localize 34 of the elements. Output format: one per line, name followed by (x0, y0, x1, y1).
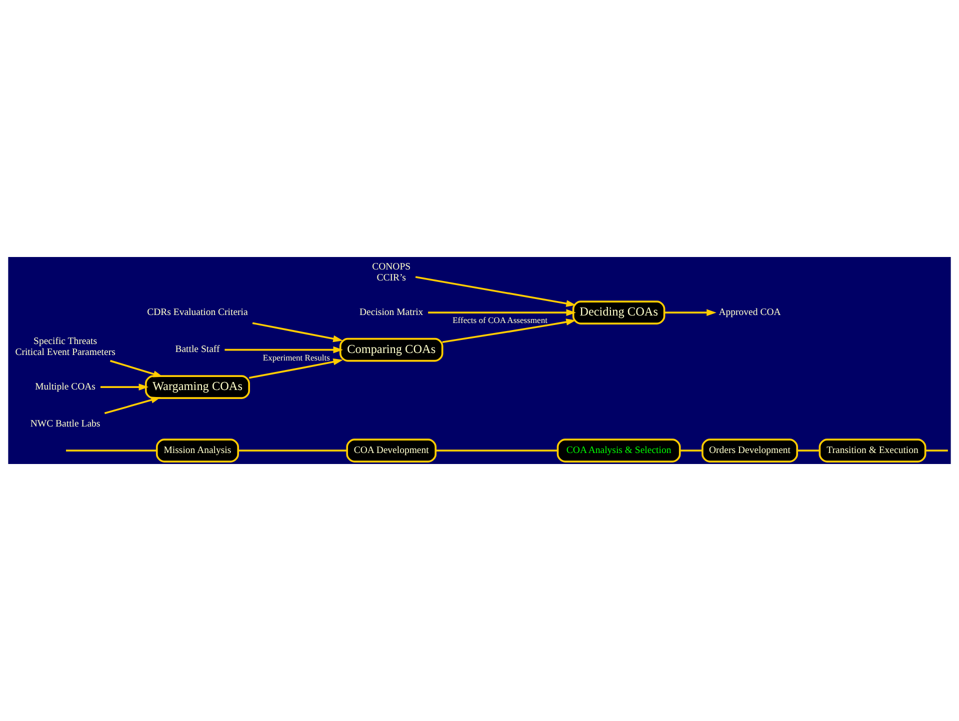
node-box: Deciding COAs (572, 300, 666, 324)
connector (926, 450, 948, 452)
node-text: CONOPS CCIR’s (372, 262, 411, 284)
connector (797, 450, 820, 452)
node-box: Comparing COAs (339, 338, 444, 362)
connector (66, 450, 157, 452)
arrow (104, 396, 161, 414)
node-text: Multiple COAs (35, 381, 96, 392)
connector (436, 450, 558, 452)
node-text: Decision Matrix (360, 306, 424, 318)
node-box: Orders Development (702, 438, 798, 462)
edge-label: Experiment Results (262, 352, 330, 362)
arrow (100, 384, 149, 390)
node-text: CDRs Evaluation Criteria (147, 306, 248, 318)
edge-label: Effects of COA Assessment (452, 315, 548, 326)
arrow (664, 309, 716, 316)
node-box: COA Analysis & Selection (556, 438, 681, 462)
node-box: COA Development (346, 438, 437, 462)
connector (238, 450, 347, 452)
node-text: NWC Battle Labs (30, 418, 100, 430)
node-text: Battle Staff (175, 344, 220, 356)
connector (680, 450, 702, 452)
arrow (415, 276, 576, 307)
arrow (110, 360, 164, 378)
arrow (248, 358, 344, 379)
arrow (252, 322, 343, 342)
node-text: Specific Threats Critical Event Parameters (15, 336, 116, 358)
node-box: Mission Analysis (156, 438, 239, 462)
node-box: Transition & Execution (818, 438, 926, 462)
arrow (442, 318, 576, 344)
node-box: Wargaming COAs (144, 375, 250, 399)
arrow (428, 309, 576, 316)
node-text: Approved COA (718, 306, 781, 318)
arrow (224, 346, 344, 354)
